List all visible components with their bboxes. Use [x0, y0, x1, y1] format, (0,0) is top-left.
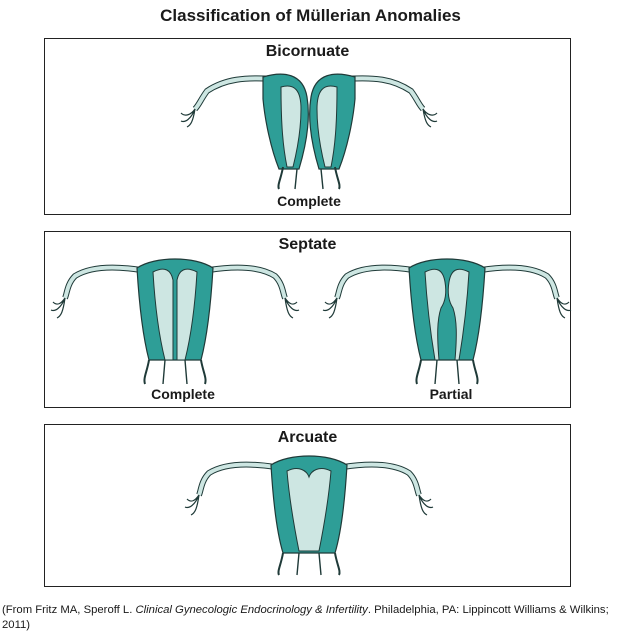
label-septate-complete: Complete [151, 386, 215, 402]
bicornuate-uterus-diagram [180, 73, 438, 190]
credit-suffix: . Philadelphia, PA: Lippincott Williams … [2, 604, 609, 631]
credit-book-title: Clinical Gynecologic Endocrinology & Inf… [135, 604, 368, 616]
page-title: Classification of Müllerian Anomalies [160, 6, 461, 25]
label-bicornuate-complete: Complete [277, 193, 341, 209]
credit-prefix: (From Fritz MA, Speroff L. [2, 604, 136, 616]
septate-uterus-diagram [50, 258, 572, 385]
panel-title-bicornuate: Bicornuate [265, 43, 350, 60]
panel-title-septate: Septate [278, 236, 337, 253]
panel-bicornuate: Bicornuate Complete [44, 38, 571, 215]
label-septate-partial: Partial [429, 386, 473, 402]
arcuate-uterus-diagram [184, 455, 434, 576]
panel-arcuate: Arcuate [44, 424, 571, 587]
panel-title-arcuate: Arcuate [277, 429, 338, 446]
figure-credit: (From Fritz MA, Speroff L. Clinical Gyne… [2, 603, 620, 633]
panel-septate: Septate Complete Partial [44, 231, 572, 408]
